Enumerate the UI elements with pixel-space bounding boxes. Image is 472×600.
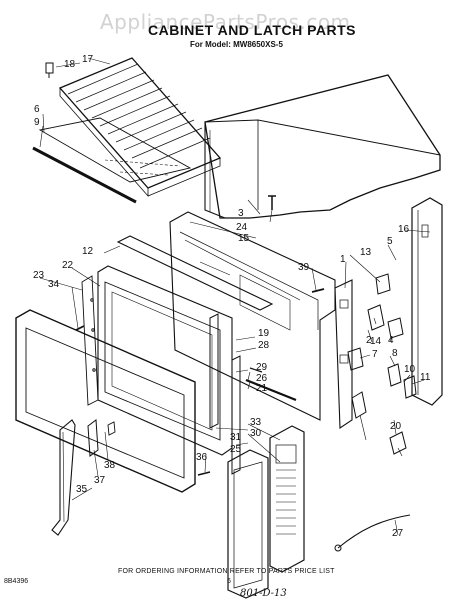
callout-4: 4 xyxy=(388,335,394,346)
shelf-rack xyxy=(58,57,222,198)
callout-28: 28 xyxy=(258,340,270,351)
callout-31: 31 xyxy=(230,432,242,443)
diagram-title: CABINET AND LATCH PARTS xyxy=(148,22,357,38)
callout-5: 5 xyxy=(387,236,393,247)
callout-14: 14 xyxy=(370,336,382,347)
callout-16: 16 xyxy=(398,224,410,235)
page-number: 6 xyxy=(227,578,231,585)
callout-11: 11 xyxy=(420,372,431,383)
control-panel xyxy=(269,425,305,573)
callout-36: 36 xyxy=(196,452,208,463)
right-side-panel xyxy=(411,197,443,406)
callout-17: 17 xyxy=(82,54,94,65)
callout-25: 25 xyxy=(230,444,242,455)
callout-22: 22 xyxy=(62,260,74,271)
callout-34: 34 xyxy=(48,279,60,290)
monitor-switch xyxy=(389,431,407,455)
callout-7: 7 xyxy=(372,349,378,360)
callout-26: 26 xyxy=(256,373,268,384)
door-handle xyxy=(51,419,76,536)
diagram-code: 8B4396 xyxy=(4,578,29,585)
switch-bracket xyxy=(351,391,367,419)
interlock-switches xyxy=(347,273,417,399)
front-frame xyxy=(169,211,336,421)
callout-10: 10 xyxy=(404,364,416,375)
callout-37: 37 xyxy=(94,475,106,486)
callout-39: 39 xyxy=(298,262,310,273)
callout-27: 27 xyxy=(392,528,404,539)
door-screw xyxy=(75,325,85,331)
callout-1: 1 xyxy=(340,254,346,265)
callout-9: 9 xyxy=(34,117,40,128)
callout-29: 29 xyxy=(256,362,268,373)
callout-13: 13 xyxy=(360,247,372,258)
cabinet-screw xyxy=(268,195,276,210)
callout-24: 24 xyxy=(236,222,248,233)
callout-19: 19 xyxy=(258,328,270,339)
door-window xyxy=(15,309,196,493)
callout-3: 3 xyxy=(238,208,244,219)
frame-screw xyxy=(311,288,325,293)
latch-bar xyxy=(209,313,241,475)
latch-rod xyxy=(245,367,297,402)
callout-12: 12 xyxy=(82,246,94,257)
callout-6: 6 xyxy=(34,104,40,115)
shelf-clip xyxy=(45,62,54,78)
choke-strip xyxy=(116,235,274,311)
glass-tray xyxy=(32,117,192,204)
callout-20: 20 xyxy=(390,421,402,432)
panel-screw xyxy=(197,471,211,476)
watermark: AppliancePartsPros.com xyxy=(100,10,351,34)
callout-35: 35 xyxy=(76,484,88,495)
callout-38: 38 xyxy=(104,460,116,471)
latch-frame xyxy=(334,279,353,430)
model-subtitle: For Model: MW8650XS-5 xyxy=(190,40,283,49)
callout-33: 33 xyxy=(250,417,262,428)
footer-note: FOR ORDERING INFORMATION REFER TO PARTS … xyxy=(118,568,335,575)
outer-cabinet xyxy=(204,74,441,219)
control-panel-frame xyxy=(227,449,269,599)
door-panel xyxy=(81,275,99,406)
callout-23: 23 xyxy=(33,270,45,281)
handwritten-note: 801-D-13 xyxy=(240,588,287,599)
callout-15: 15 xyxy=(238,233,250,244)
callout-18: 18 xyxy=(64,59,76,70)
wire-harness xyxy=(334,514,411,552)
latch-hook xyxy=(87,419,116,457)
callout-2: 2 xyxy=(366,335,372,346)
callout-30: 30 xyxy=(250,428,262,439)
callout-8: 8 xyxy=(392,348,398,359)
callout-21: 21 xyxy=(256,383,268,394)
